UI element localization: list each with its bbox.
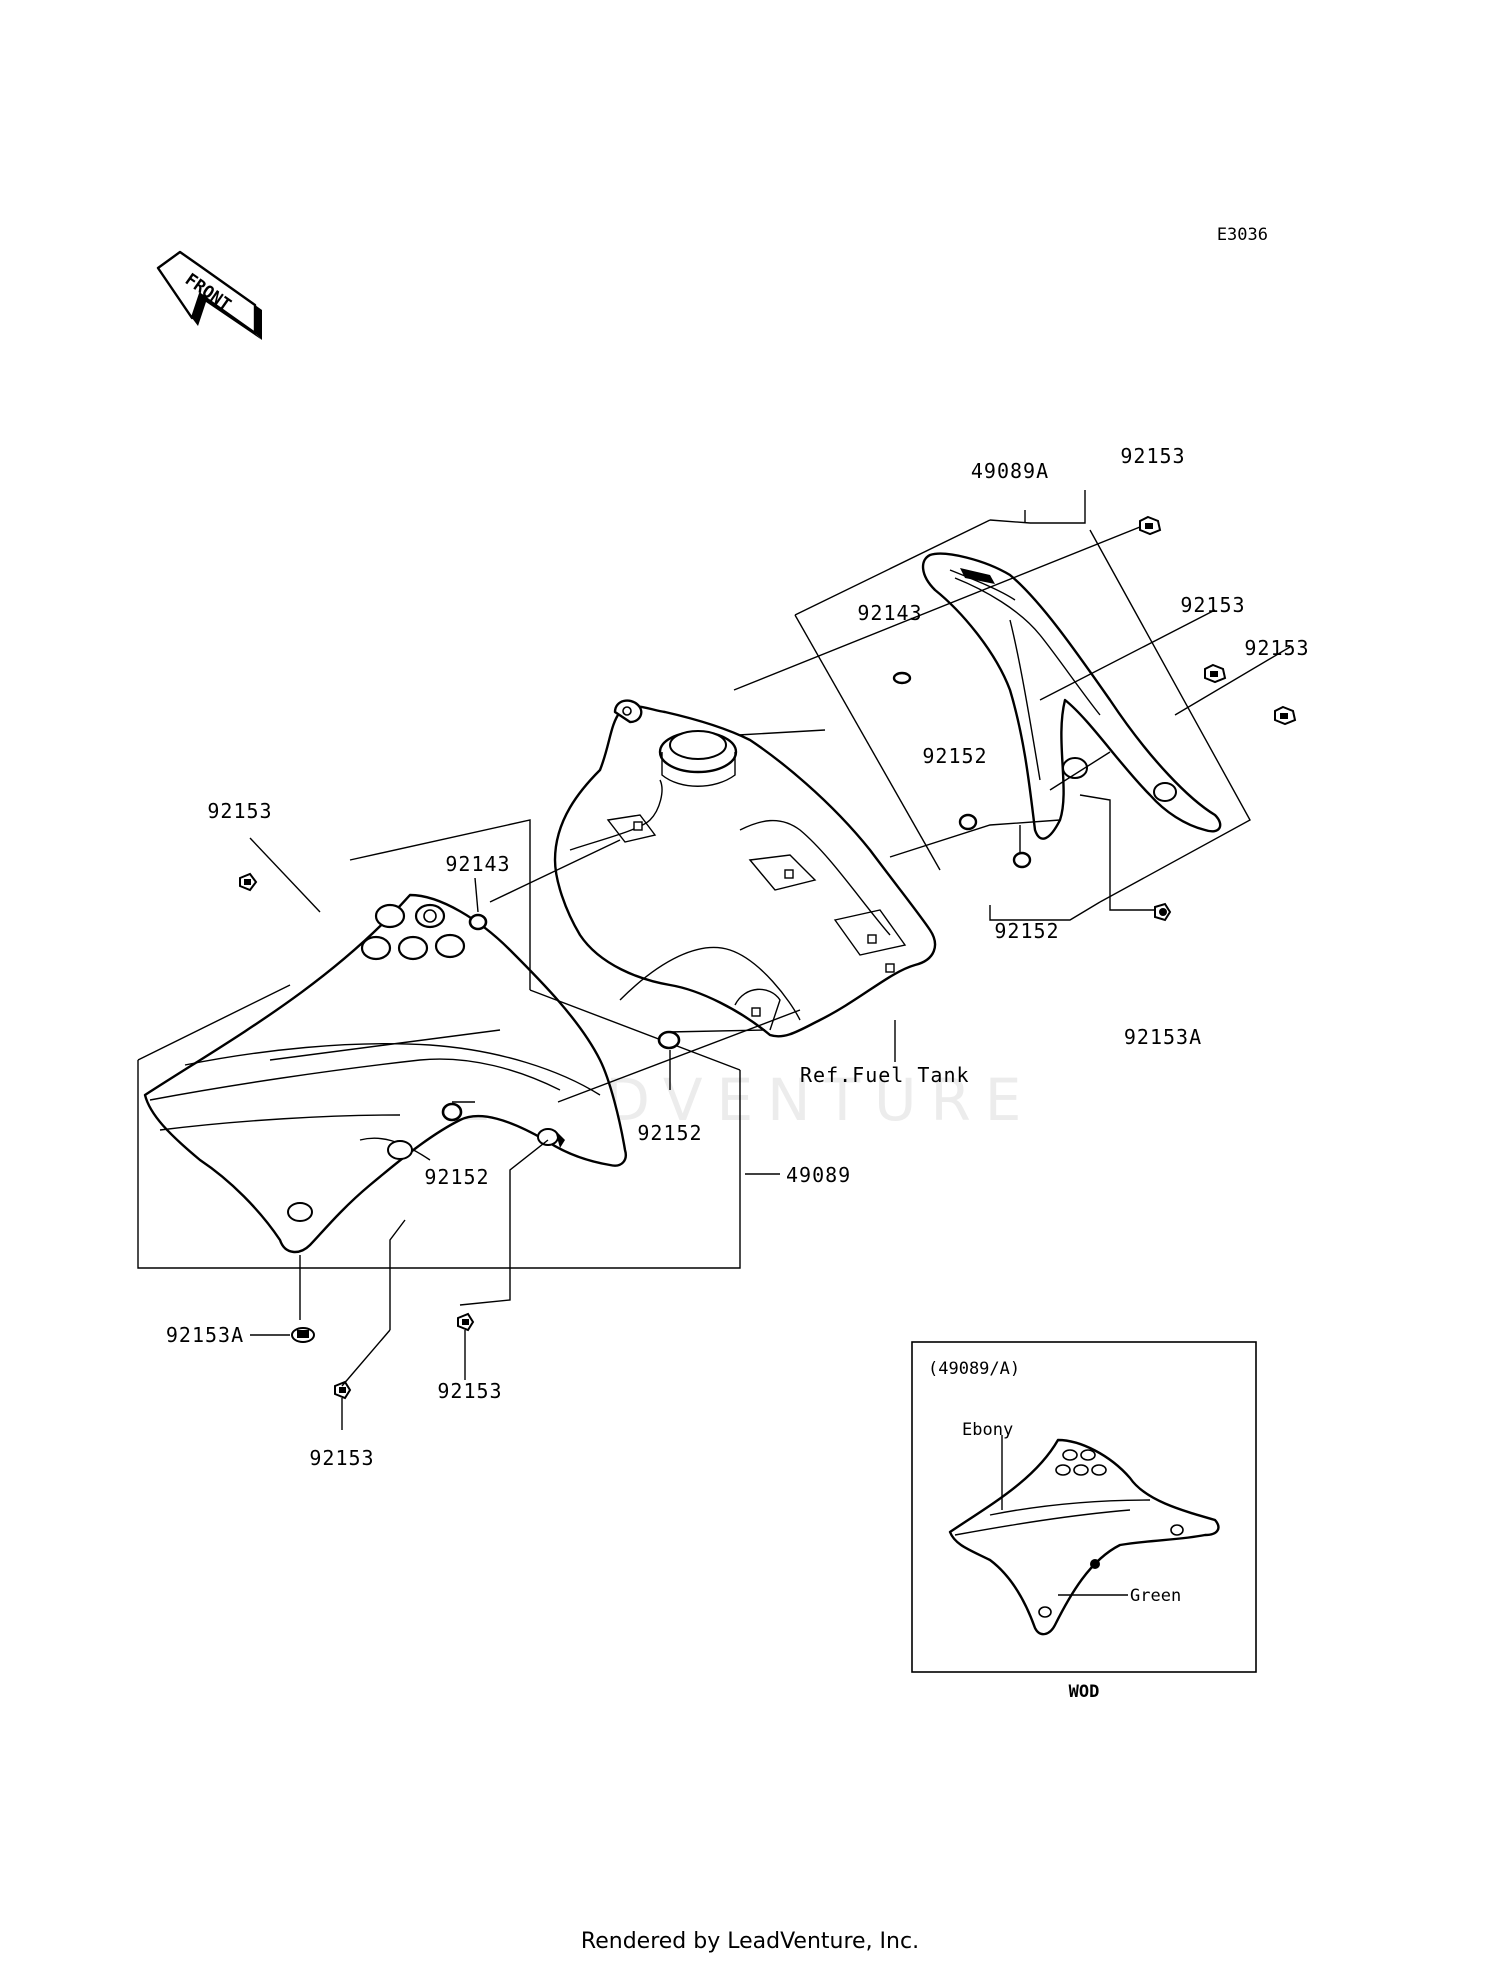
inset-color-variants: (49089/A) Ebony Green WOD <box>911 1341 1257 1702</box>
callout-92153-left-bottom-b: 92153 <box>309 1446 374 1470</box>
callout-92153a-right: 92153A <box>1124 1025 1202 1049</box>
callout-92153-left-bottom-a: 92153 <box>437 1379 502 1403</box>
bolt-icon <box>239 872 258 892</box>
bolt-icon <box>1204 663 1227 684</box>
callout-ref-fuel-tank: Ref.Fuel Tank <box>800 1063 970 1087</box>
collar-icon <box>441 1102 463 1122</box>
callout-92143-left: 92143 <box>445 852 510 876</box>
inset-label-green: Green <box>1130 1586 1181 1606</box>
callout-92152-left-mid: 92152 <box>637 1121 702 1145</box>
inset-caption: WOD <box>1069 1682 1100 1702</box>
inset-title: (49089/A) <box>928 1359 1020 1379</box>
collar-icon <box>657 1030 681 1050</box>
callout-92152-left-low: 92152 <box>424 1165 489 1189</box>
collar-icon <box>958 813 978 831</box>
diagram-code: E3036 <box>1217 225 1268 245</box>
callout-49089: 49089 <box>786 1163 851 1187</box>
front-arrow-icon: FRONT <box>156 250 262 340</box>
callout-92153-top: 92153 <box>1120 444 1185 468</box>
clip-icon <box>468 913 488 931</box>
callout-92153a-left: 92153A <box>166 1323 244 1347</box>
callout-49089a: 49089A <box>971 459 1049 483</box>
inset-label-ebony: Ebony <box>962 1420 1013 1440</box>
bolt-icon <box>457 1312 475 1332</box>
callout-92152-right-upper: 92152 <box>922 744 987 768</box>
bolt-icon <box>1139 515 1162 536</box>
bolt-icon <box>1274 705 1297 726</box>
footer-credit: Rendered by LeadVenture, Inc. <box>581 1929 919 1954</box>
callout-92153-right-a: 92153 <box>1180 593 1245 617</box>
fuel-tank <box>553 699 937 1050</box>
callout-92153-right-b: 92153 <box>1244 636 1309 660</box>
bolt-icon <box>1154 902 1172 922</box>
callout-92152-right-lower: 92152 <box>994 919 1059 943</box>
callout-92143-right: 92143 <box>857 601 922 625</box>
bolt-icon <box>334 1380 352 1400</box>
collar-icon <box>1012 851 1032 869</box>
shroud-right <box>921 552 1222 840</box>
bolt-icon <box>291 1327 315 1343</box>
clip-icon <box>892 671 912 685</box>
callout-92153-left-top: 92153 <box>207 799 272 823</box>
shroud-left <box>143 893 627 1254</box>
